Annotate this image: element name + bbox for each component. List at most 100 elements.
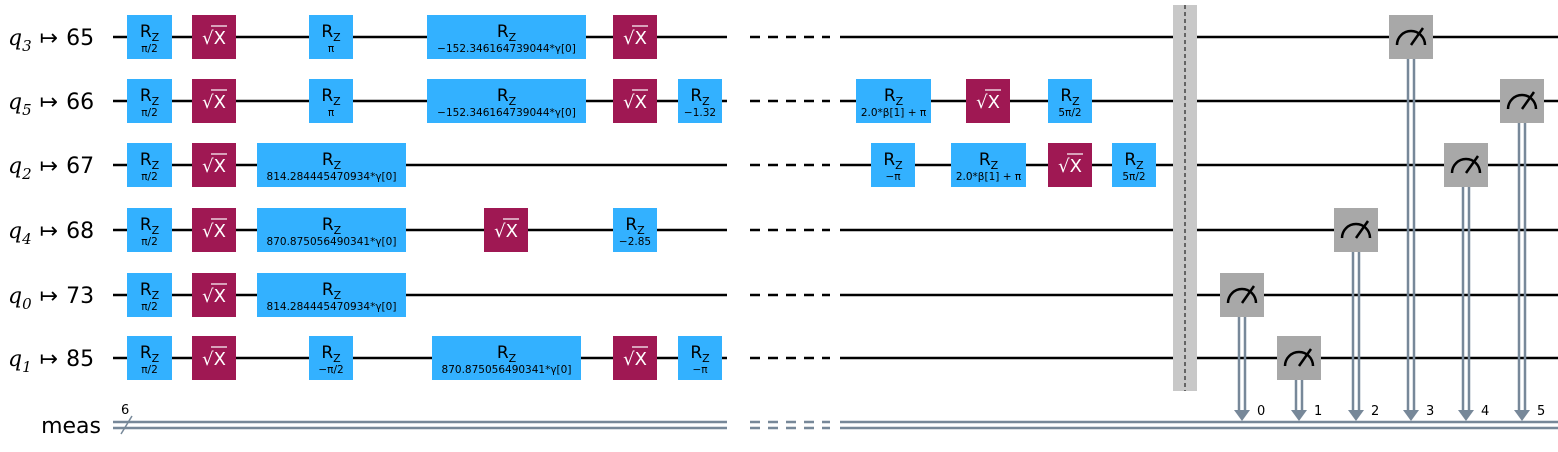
rz-gate-param: π/2 — [141, 236, 158, 248]
sx-gate-label: √X — [202, 156, 226, 177]
rz-gate[interactable]: RZπ/2 — [127, 336, 172, 380]
qubit-label: q2↦67 — [8, 154, 94, 183]
rz-gate[interactable]: RZ−152.346164739044*γ[0] — [427, 15, 586, 59]
rz-gate-param: π/2 — [141, 364, 158, 376]
rz-gate-param: 814.284445470934*γ[0] — [267, 171, 397, 183]
rz-gate[interactable]: RZ2.0*β[1] + π — [951, 143, 1026, 187]
rz-gate-param: −π — [885, 171, 901, 183]
sx-gate-label: √X — [202, 349, 226, 370]
sx-gate-label: √X — [202, 221, 226, 242]
rz-gate-param: π/2 — [141, 301, 158, 313]
rz-gate-param: −152.346164739044*γ[0] — [437, 107, 576, 119]
sx-gate[interactable]: √X — [192, 336, 236, 380]
sx-gate-label: √X — [202, 286, 226, 307]
sx-gate-label: √X — [1058, 156, 1082, 177]
meter-icon — [1283, 348, 1315, 367]
qubit-label: q5↦66 — [8, 90, 94, 119]
rz-gate-param: −π/2 — [318, 364, 343, 376]
rz-gate-label: RZ — [497, 86, 517, 108]
rz-gate-label: RZ — [884, 86, 904, 108]
measure-gate[interactable] — [1277, 336, 1321, 421]
rz-gate[interactable]: RZπ/2 — [127, 15, 172, 59]
rz-gate-param: π/2 — [141, 107, 158, 119]
sx-gate[interactable]: √X — [1048, 143, 1092, 187]
rz-gate[interactable]: RZ−π — [871, 143, 915, 187]
rz-gate-param: 2.0*β[1] + π — [956, 171, 1022, 183]
rz-gate-label: RZ — [322, 280, 342, 302]
measure-gate[interactable] — [1500, 79, 1544, 421]
rz-gate-label: RZ — [140, 215, 160, 237]
rz-gate[interactable]: RZπ/2 — [127, 208, 172, 252]
sx-gate-label: √X — [202, 28, 226, 49]
classical-bit-label: 0 — [1257, 404, 1265, 419]
rz-gate-label: RZ — [497, 343, 517, 365]
rz-gate[interactable]: RZπ — [309, 15, 353, 59]
qubit-label: q1↦85 — [8, 347, 94, 376]
sx-gate-label: √X — [623, 349, 647, 370]
rz-gate-label: RZ — [140, 22, 160, 44]
measure-gate[interactable] — [1444, 143, 1488, 421]
rz-gate[interactable]: RZ−π — [678, 336, 722, 380]
classical-width-label: 6 — [121, 403, 129, 418]
sx-gate-label: √X — [623, 28, 647, 49]
rz-gate[interactable]: RZ−2.85 — [613, 208, 657, 252]
rz-gate[interactable]: RZ−152.346164739044*γ[0] — [427, 79, 586, 123]
sx-gate[interactable]: √X — [613, 79, 657, 123]
sx-gate[interactable]: √X — [613, 15, 657, 59]
barrier — [1173, 5, 1197, 391]
rz-gate-label: RZ — [140, 280, 160, 302]
measure-arrow — [1403, 410, 1419, 421]
rz-gate-label: RZ — [690, 86, 710, 108]
rz-gate[interactable]: RZπ/2 — [127, 79, 172, 123]
measure-gate[interactable] — [1220, 273, 1264, 421]
rz-gate-label: RZ — [322, 150, 342, 172]
sx-gate[interactable]: √X — [192, 15, 236, 59]
rz-gate-param: −π — [692, 364, 708, 376]
rz-gate-param: 5π/2 — [1122, 171, 1145, 183]
measure-arrow — [1458, 410, 1474, 421]
rz-gate[interactable]: RZπ/2 — [127, 273, 172, 317]
rz-gate-param: 870.875056490341*γ[0] — [267, 236, 397, 248]
sx-gate[interactable]: √X — [192, 79, 236, 123]
sx-gate-label: √X — [976, 92, 1000, 113]
rz-gate-label: RZ — [140, 343, 160, 365]
sx-gate[interactable]: √X — [192, 208, 236, 252]
rz-gate[interactable]: RZπ/2 — [127, 143, 172, 187]
rz-gate[interactable]: RZ−π/2 — [309, 336, 353, 380]
measure-gate[interactable] — [1389, 15, 1433, 421]
rz-gate-param: 870.875056490341*γ[0] — [442, 364, 572, 376]
sx-gate[interactable]: √X — [966, 79, 1010, 123]
sx-gate[interactable]: √X — [484, 208, 528, 252]
sx-gate[interactable]: √X — [192, 143, 236, 187]
rz-gate-label: RZ — [321, 343, 341, 365]
sx-gate-label: √X — [494, 221, 518, 242]
rz-gate-param: −1.32 — [684, 107, 716, 119]
rz-gate-param: π/2 — [141, 171, 158, 183]
sx-gate[interactable]: √X — [192, 273, 236, 317]
rz-gate-param: π/2 — [141, 43, 158, 55]
measure-arrow — [1348, 410, 1364, 421]
rz-gate[interactable]: RZ−1.32 — [678, 79, 722, 123]
rz-gate-label: RZ — [979, 150, 999, 172]
classical-register-label: meas — [41, 414, 101, 439]
rz-gate[interactable]: RZπ — [309, 79, 353, 123]
rz-gate[interactable]: RZ2.0*β[1] + π — [856, 79, 931, 123]
measure-gate[interactable] — [1334, 208, 1378, 421]
sx-gate[interactable]: √X — [613, 336, 657, 380]
qubit-label: q3↦65 — [8, 26, 94, 55]
rz-gate-param: 5π/2 — [1058, 107, 1081, 119]
rz-gate-param: −152.346164739044*γ[0] — [437, 43, 576, 55]
meter-icon — [1395, 27, 1427, 46]
bus-slash — [120, 415, 133, 435]
classical-bit-label: 2 — [1371, 404, 1379, 419]
meter-icon — [1340, 220, 1372, 239]
qubit-label: q0↦73 — [8, 284, 94, 313]
